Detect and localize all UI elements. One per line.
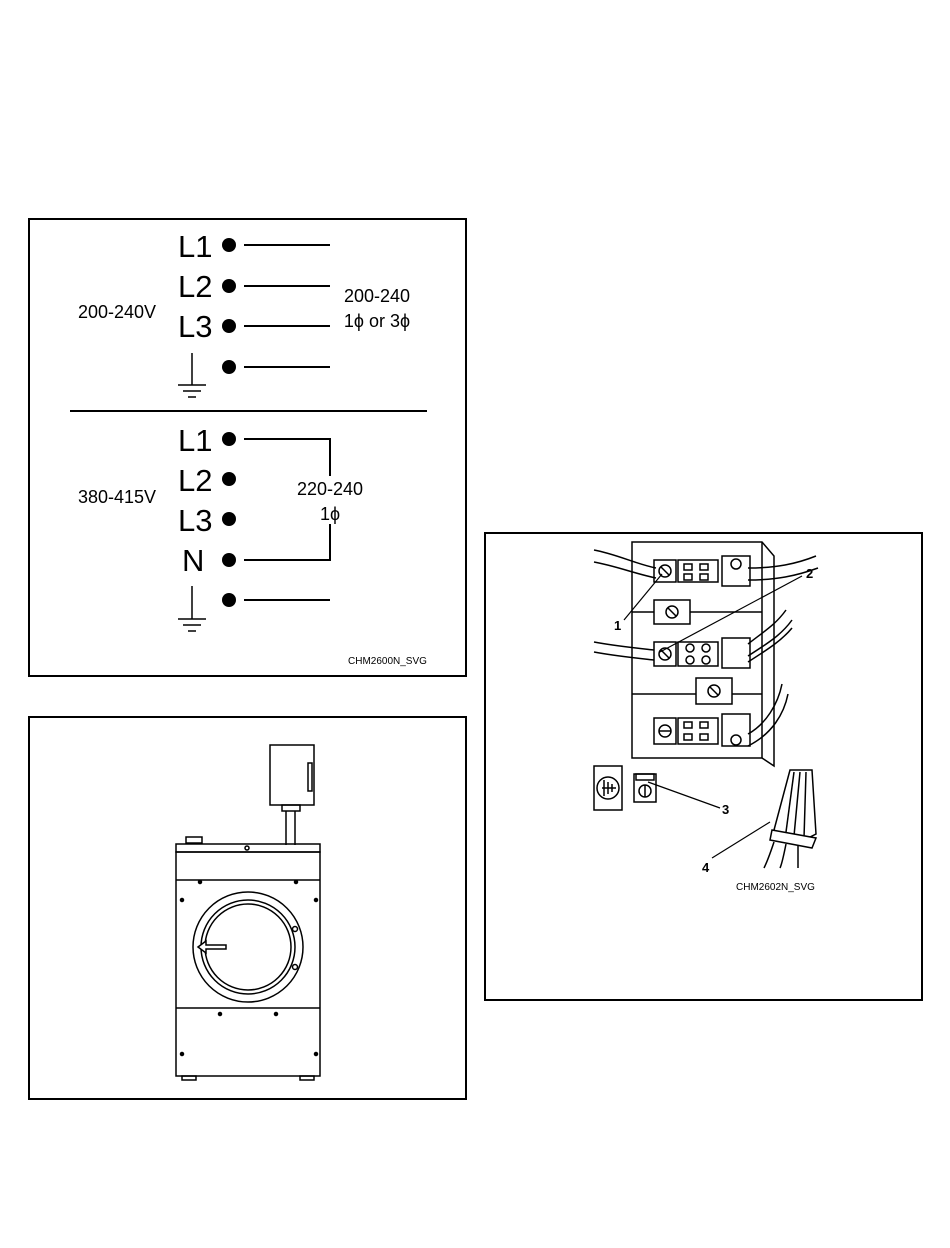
callout-2: 2	[806, 566, 813, 581]
callout-3: 3	[722, 802, 729, 817]
ground-terminal	[634, 774, 656, 802]
wire-nut-icon	[764, 770, 816, 868]
washer-door	[193, 892, 303, 1002]
middle-connector-1	[654, 600, 690, 624]
terminal-label-l2-upper: L2	[178, 269, 212, 304]
terminal-label-l1-upper: L1	[178, 229, 212, 264]
terminal-dot-icon	[222, 279, 236, 293]
leader-line-3	[648, 782, 720, 808]
terminal-dot-icon	[222, 238, 236, 252]
wiring-diagram-panel: L1 L2 L3 200-240V 200-240 1ϕ or 3ϕ L1 L2…	[28, 218, 467, 677]
supply-label-upper-line1: 200-240	[344, 286, 410, 306]
terminal-label-l2-lower: L2	[178, 463, 212, 498]
wiring-diagram: L1 L2 L3 200-240V 200-240 1ϕ or 3ϕ L1 L2…	[30, 220, 465, 675]
electrical-box	[270, 745, 314, 845]
terminal-label-l3-lower: L3	[178, 503, 212, 538]
ground-icon	[594, 766, 622, 810]
terminal-label-l3-upper: L3	[178, 309, 212, 344]
supply-label-upper-line2: 1ϕ or 3ϕ	[344, 311, 410, 331]
middle-connector-2	[696, 678, 732, 704]
voltage-label-lower: 380-415V	[78, 487, 156, 507]
terminal-dot-icon	[222, 432, 236, 446]
voltage-label-upper: 200-240V	[78, 302, 156, 322]
supply-label-lower-line2: 1ϕ	[320, 504, 340, 524]
terminal-dot-icon	[222, 593, 236, 607]
callout-1: 1	[614, 618, 621, 633]
terminal-label-n-lower: N	[182, 543, 204, 578]
figure-code-wiring: CHM2600N_SVG	[348, 656, 427, 667]
terminal-dot-icon	[222, 512, 236, 526]
callout-4: 4	[702, 860, 710, 875]
ground-icon	[178, 353, 206, 397]
washer-illustration-panel	[28, 716, 467, 1100]
supply-label-lower-line1: 220-240	[297, 479, 363, 499]
ground-icon	[178, 586, 206, 631]
terminal-dot-icon	[222, 319, 236, 333]
terminal-dot-icon	[222, 360, 236, 374]
terminal-block-panel: 1 2 3 4 CHM2602N_SVG	[484, 532, 923, 1001]
washer-illustration	[30, 718, 465, 1098]
figure-code-terminal: CHM2602N_SVG	[736, 882, 815, 893]
terminal-block-illustration: 1 2 3 4 CHM2602N_SVG	[486, 534, 921, 999]
terminal-label-l1-lower: L1	[178, 423, 212, 458]
washer-cabinet	[176, 852, 320, 1076]
leader-line-4	[712, 822, 770, 858]
top-fitting	[186, 837, 202, 843]
washer-top	[176, 844, 320, 852]
terminal-dot-icon	[222, 553, 236, 567]
terminal-dot-icon	[222, 472, 236, 486]
